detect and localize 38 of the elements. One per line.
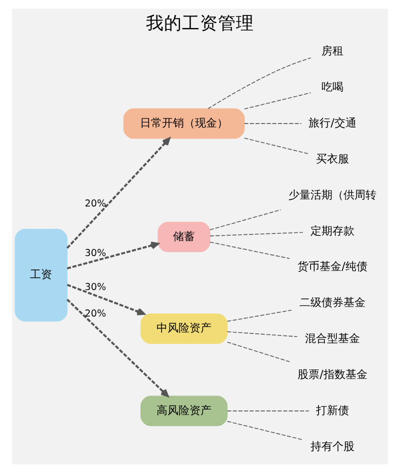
node-text: 持有个股 (310, 440, 355, 453)
connector (244, 138, 310, 154)
edge-label: 20% (84, 308, 106, 320)
node-box: 中风险资产 (140, 314, 228, 344)
arrow (66, 137, 170, 249)
node-text: 混合型基金 (305, 332, 360, 346)
connector (210, 242, 290, 259)
node-text: 二级债券基金 (300, 296, 366, 310)
node-text: 房租 (322, 44, 344, 58)
node-text: 吃喝 (322, 80, 344, 94)
node-box: 高风险资产 (140, 396, 228, 426)
edge-label: 30% (84, 248, 106, 259)
node-text: 少量活期（供周转 (288, 188, 377, 202)
connector (244, 123, 302, 124)
connector (226, 331, 298, 338)
connector (226, 410, 310, 412)
node-box: 储蓄 (158, 222, 210, 252)
connector (226, 420, 304, 440)
diagram-title: 我的工资管理 (146, 14, 254, 34)
edge-label: 20% (84, 198, 106, 210)
node-text: 买衣服 (316, 152, 350, 166)
node-text: 旅行/交通 (308, 116, 356, 130)
node-text: 定期存款 (310, 224, 355, 238)
node-box: 日常开销（现金） (123, 108, 245, 139)
connector (226, 342, 290, 362)
connector (244, 92, 312, 110)
node-text: 打新债 (316, 404, 350, 417)
node-box: 工资 (14, 228, 68, 322)
connector (210, 209, 282, 230)
connector (208, 57, 312, 110)
edge-label: 30% (84, 282, 106, 294)
arrow (66, 284, 146, 316)
arrow (66, 298, 169, 398)
connector (210, 232, 304, 236)
connector (226, 310, 292, 322)
arrow (66, 242, 159, 270)
node-text: 货币基金/纯债 (298, 260, 368, 274)
node-text: 股票/指数基金 (298, 368, 368, 381)
